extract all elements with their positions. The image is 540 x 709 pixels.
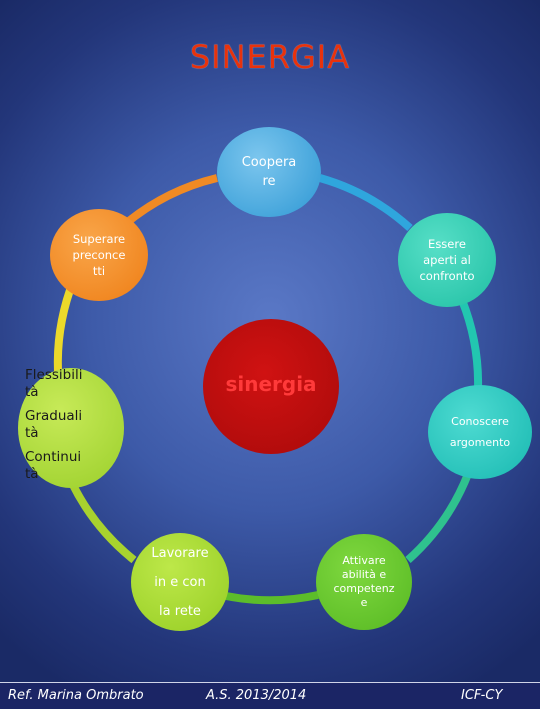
ring-segment-blue — [318, 174, 413, 231]
footer-reference: Ref. Marina Ombrato — [8, 688, 144, 703]
center-label: sinergia — [225, 371, 317, 396]
ring-segment-orange — [121, 174, 218, 229]
list-item-continuita: Continui tà — [25, 449, 82, 482]
node-essere-aperti: Essere aperti al confronto — [398, 213, 496, 307]
list-item-flessibilita: Flessibili tà — [25, 367, 83, 400]
node-superare: Superare preconce tti — [50, 209, 148, 301]
node-essere-aperti-label: Essere aperti al confronto — [419, 237, 475, 283]
node-attivare: Attivare abilità e competenz e — [316, 534, 412, 630]
node-flessibilita — [18, 368, 124, 488]
slide-title: SINERGIA — [189, 38, 351, 76]
ring-segment-teal-upper — [458, 298, 483, 391]
ring-segment-green-bottom — [225, 591, 319, 605]
footer-org: ICF-CY — [461, 688, 503, 703]
ring-segment-teal-lower — [405, 472, 472, 563]
node-conoscere-label: Conoscere argomento — [449, 415, 511, 449]
node-cooperare-label: Coopera re — [241, 155, 297, 189]
node-cooperare: Coopera re — [217, 127, 321, 217]
node-superare-label: Superare preconce tti — [72, 232, 126, 278]
node-center-sinergia: sinergia — [203, 319, 339, 454]
node-lavorare-label: Lavorare in e con la rete — [151, 545, 209, 619]
ring-segment-yellow — [53, 288, 74, 373]
list-item-gradualita: Graduali tà — [25, 408, 83, 441]
left-list: Flessibili tà Graduali tà Continui tà — [25, 367, 82, 490]
footer-school-year: A.S. 2013/2014 — [206, 688, 307, 703]
node-attivare-label: Attivare abilità e competenz e — [333, 554, 395, 609]
footer-bar: Ref. Marina Ombrato A.S. 2013/2014 ICF-C… — [0, 682, 540, 709]
node-conoscere: Conoscere argomento — [428, 385, 532, 479]
node-lavorare: Lavorare in e con la rete — [131, 533, 229, 631]
ring-segment-lime — [68, 481, 137, 564]
